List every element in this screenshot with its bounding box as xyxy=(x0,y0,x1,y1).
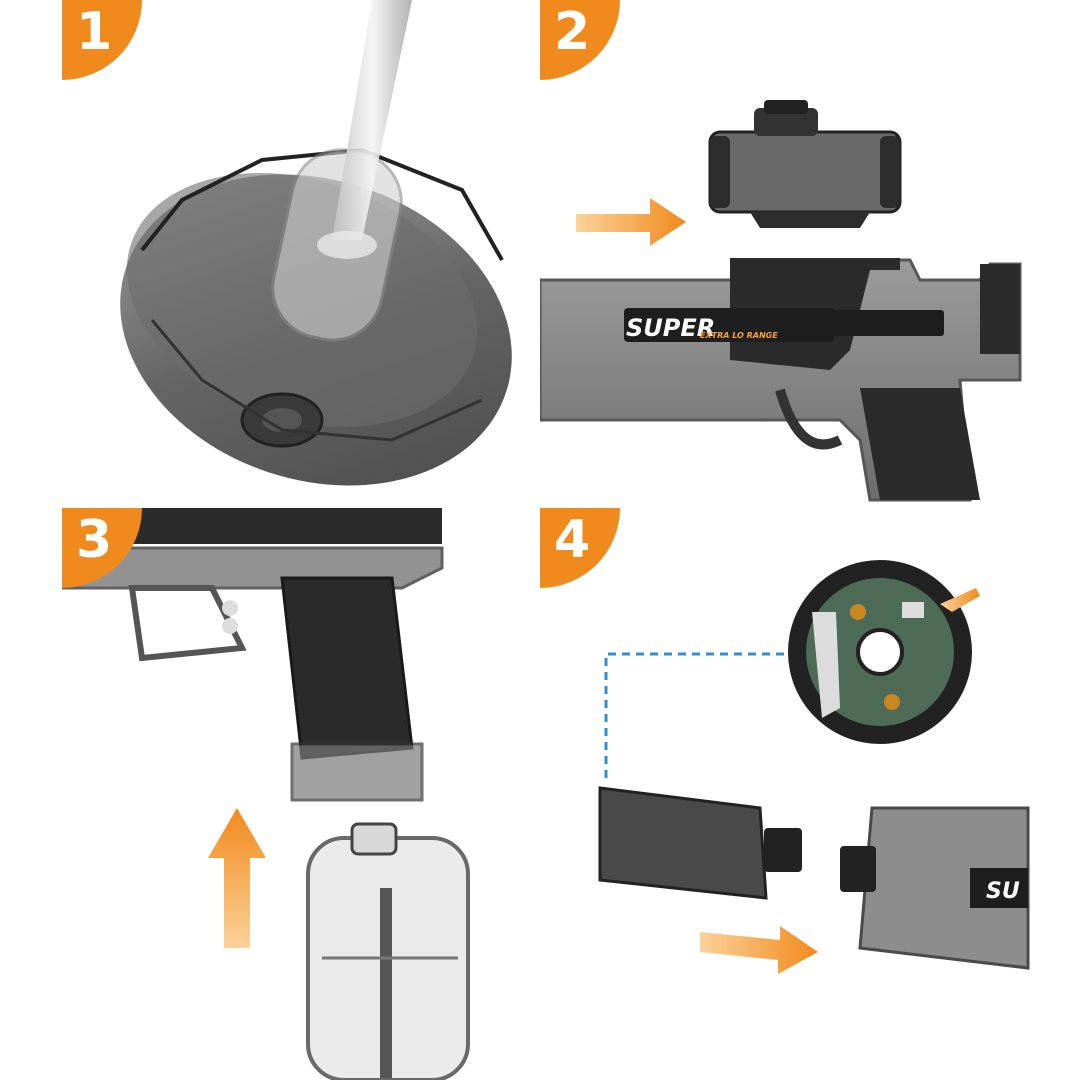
gun-body-icon xyxy=(540,258,1022,502)
arrow-right-icon xyxy=(700,926,818,974)
decal-brand-partial: SU xyxy=(986,879,1020,904)
dashed-guide-line xyxy=(604,652,786,778)
arrow-up-icon xyxy=(208,808,266,948)
step-number: 2 xyxy=(554,2,591,62)
muzzle-cap-icon xyxy=(598,786,802,900)
step-3-panel: 3 xyxy=(62,508,540,1080)
battery-contact-icon xyxy=(788,560,972,744)
drum-magazine-illustration xyxy=(120,0,512,486)
step-badge-2: 2 xyxy=(540,0,620,80)
decal-subtitle-text: EXTRA LO RANGE xyxy=(700,331,778,340)
gun-front-icon xyxy=(840,806,1030,970)
sight-mount-illustration: SUPER EXTRA LO RANGE xyxy=(540,100,1022,502)
gun-grip-icon xyxy=(62,508,444,802)
step-1-panel: 1 xyxy=(62,0,540,500)
drum-magazine-icon xyxy=(120,147,512,486)
pouring-water-icon xyxy=(317,0,412,259)
step-number: 1 xyxy=(76,2,113,62)
decal-brand-text: SUPER xyxy=(626,314,715,342)
detail-arrow-icon xyxy=(940,588,980,612)
arrow-right-icon xyxy=(576,198,686,246)
step-badge-1: 1 xyxy=(62,0,142,80)
magazine-insert-illustration xyxy=(62,508,470,1080)
step-2-panel: 2 xyxy=(540,0,1080,506)
step-4-panel: 4 SU xyxy=(540,508,1080,1080)
sight-scope-icon xyxy=(708,100,902,228)
muzzle-attach-illustration: SU xyxy=(598,560,1030,974)
step-number: 4 xyxy=(554,510,591,570)
step-number: 3 xyxy=(76,510,113,570)
magazine-icon xyxy=(306,822,470,1080)
